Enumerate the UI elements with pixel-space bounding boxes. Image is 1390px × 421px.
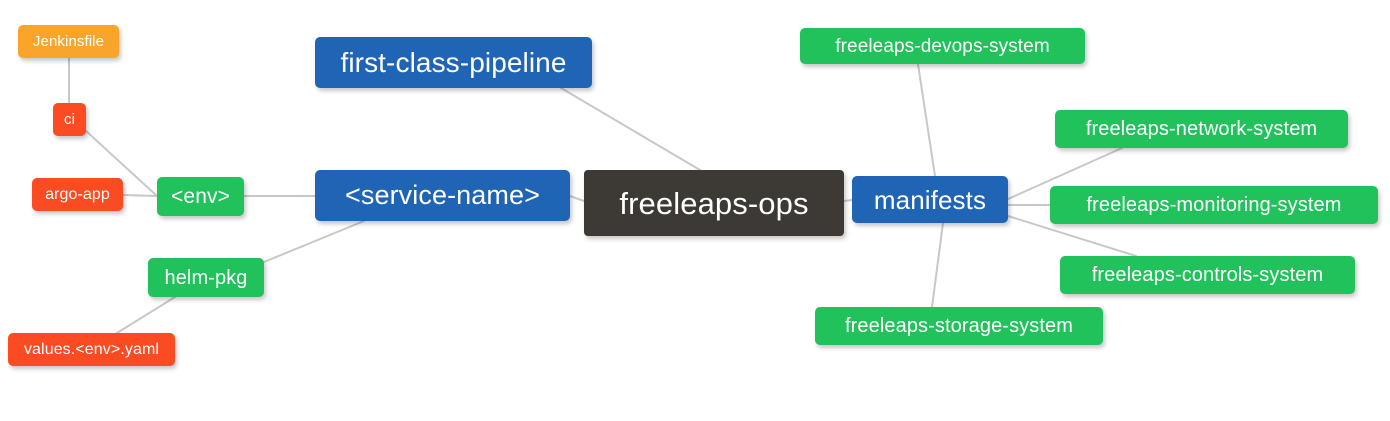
node-freeleaps-storage-system[interactable]: freeleaps-storage-system	[815, 307, 1103, 345]
node-jenkinsfile[interactable]: Jenkinsfile	[18, 25, 119, 58]
node-argo-app[interactable]: argo-app	[32, 178, 123, 211]
edge-manifests-to-freeleaps-devops-system	[917, 63, 936, 177]
edge-freeleaps-ops-to-manifests	[843, 199, 853, 202]
node-env[interactable]: <env>	[157, 177, 244, 216]
edge-service-name-to-freeleaps-ops	[569, 195, 585, 202]
edge-service-name-to-helm-pkg	[263, 220, 365, 263]
edge-helm-pkg-to-values-env-yaml	[116, 296, 176, 334]
edge-argo-app-to-env	[122, 194, 158, 197]
node-freeleaps-devops-system[interactable]: freeleaps-devops-system	[800, 28, 1085, 64]
node-helm-pkg[interactable]: helm-pkg	[148, 258, 264, 297]
node-manifests[interactable]: manifests	[852, 176, 1008, 223]
node-freeleaps-network-system[interactable]: freeleaps-network-system	[1055, 110, 1348, 148]
node-freeleaps-ops[interactable]: freeleaps-ops	[584, 170, 844, 236]
node-first-class-pipeline[interactable]: first-class-pipeline	[315, 37, 592, 88]
edge-first-class-pipeline-to-freeleaps-ops	[560, 87, 701, 171]
node-service-name[interactable]: <service-name>	[315, 170, 570, 221]
node-values-env-yaml[interactable]: values.<env>.yaml	[8, 333, 175, 366]
edge-manifests-to-freeleaps-storage-system	[931, 222, 944, 308]
node-ci[interactable]: ci	[53, 103, 86, 136]
node-freeleaps-monitoring-system[interactable]: freeleaps-monitoring-system	[1050, 186, 1378, 224]
node-freeleaps-controls-system[interactable]: freeleaps-controls-system	[1060, 256, 1355, 294]
